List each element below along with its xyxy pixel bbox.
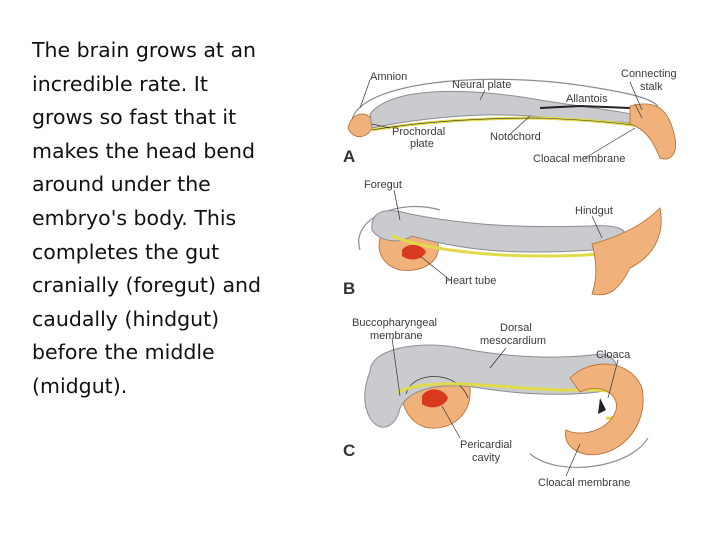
amnion-shape [529,437,649,468]
panel-b: Foregut Hindgut Heart tube B [343,179,662,298]
panel-a: Amnion Neural plate Connecting stalk All… [343,68,677,166]
panel-letter-c: C [343,441,355,460]
label-connecting-stalk: Connecting [621,68,677,80]
label-pericardial-cavity: Pericardial [460,439,512,451]
label-dorsal-mesocardium: Dorsal [500,322,532,334]
endoderm-line [371,117,653,131]
mesoderm-shape [565,363,644,456]
body-text-line: embryo's body. This [32,205,237,230]
body-text-line: incredible rate. It [32,71,208,96]
mesoderm-shape [591,207,662,296]
label-cloacal-membrane: Cloacal membrane [538,477,630,489]
body-text-line: makes the head bend [32,138,255,163]
body-text: The brain grows at an incredible rate. I… [32,34,302,404]
label-neural-plate: Neural plate [452,79,511,91]
label-prochordal-plate: plate [410,138,434,150]
panel-letter-b: B [343,279,355,298]
heart-tube-shape [402,244,426,260]
label-dorsal-mesocardium: mesocardium [480,335,546,347]
body-text-line: caudally (hindgut) [32,306,220,331]
body-text-line: The brain grows at an [32,38,257,62]
body-text-line: around under the [32,172,211,197]
embryo-folding-diagram: Amnion Neural plate Connecting stalk All… [343,68,677,489]
label-pericardial-cavity: cavity [472,452,501,464]
label-connecting-stalk: stalk [640,81,663,93]
heart-tube-shape [422,389,448,408]
body-text-line: grows so fast that it [32,105,237,130]
body-text-line: before the middle [32,340,215,365]
connecting-stalk-shape [629,103,677,160]
label-buccopharyngeal-membrane: membrane [370,330,423,342]
body-text-line: cranially (foregut) and [32,273,262,298]
notochord-shape [539,104,631,109]
amnion-shape [351,78,659,121]
cloaca-shape [598,398,606,414]
label-notochord: Notochord [490,131,541,143]
panel-letter-a: A [343,147,355,166]
label-buccopharyngeal-membrane: Buccopharyngeal [352,317,437,329]
label-foregut: Foregut [364,179,402,191]
label-cloacal-membrane: Cloacal membrane [533,153,625,165]
panel-c: Buccopharyngeal membrane Dorsal mesocard… [343,317,649,489]
label-allantois: Allantois [566,93,608,105]
label-amnion: Amnion [370,71,407,83]
label-hindgut: Hindgut [575,205,613,217]
label-prochordal-plate: Prochordal [392,126,445,138]
label-cloaca: Cloaca [596,349,631,361]
body-text-line: completes the gut [32,239,220,264]
label-heart-tube: Heart tube [445,275,496,287]
body-text-line: (midgut). [32,373,128,398]
